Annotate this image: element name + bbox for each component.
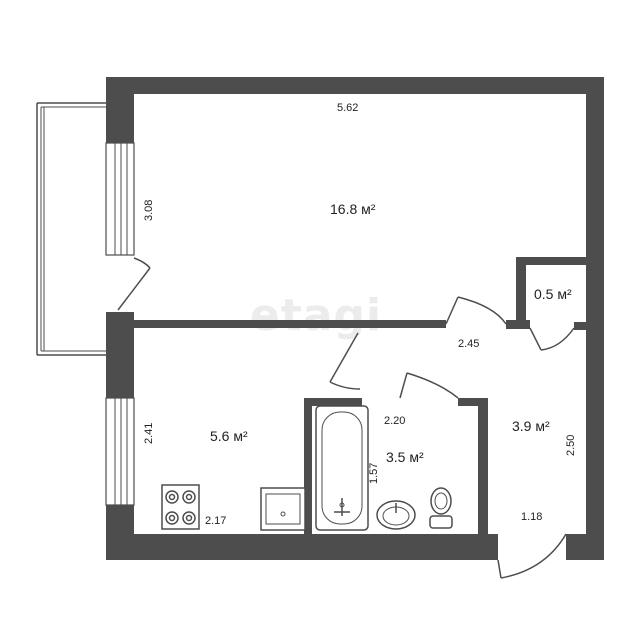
living-room-area: 16.8 м²	[330, 201, 376, 217]
storage-door	[529, 327, 575, 351]
bathroom-door	[399, 372, 459, 399]
toilet-icon	[429, 487, 453, 529]
dim-kitchen-width: 2.17	[205, 515, 226, 527]
dim-bath-width: 2.20	[384, 415, 405, 427]
left-wall-upper	[106, 77, 134, 143]
stove-icon	[161, 484, 200, 530]
dim-kitchen-height: 2.41	[143, 423, 155, 444]
watermark: etagi	[250, 290, 382, 341]
dim-bath-height: 1.57	[368, 463, 380, 484]
dim-hall-height: 2.50	[565, 435, 577, 456]
bathtub-icon	[315, 405, 369, 531]
balcony-door	[117, 257, 151, 311]
balcony	[36, 102, 106, 356]
window-living	[105, 142, 135, 256]
storage-closet-walls	[516, 257, 586, 330]
dim-living-width: 5.62	[337, 102, 358, 114]
window-kitchen	[105, 397, 135, 506]
right-wall	[586, 77, 604, 560]
sink-icon	[260, 487, 306, 531]
bottom-wall-left	[106, 534, 498, 560]
left-wall-lower	[106, 505, 134, 560]
storage-area: 0.5 м²	[534, 286, 572, 302]
dim-living-height: 3.08	[143, 200, 155, 221]
hallway-area: 3.9 м²	[512, 418, 550, 434]
partition-living-kitchen	[134, 320, 446, 328]
dim-corridor-width: 2.45	[458, 338, 479, 350]
living-door	[445, 296, 507, 325]
bathroom-walls	[304, 398, 488, 534]
washbasin-icon	[376, 500, 416, 530]
dim-hall-width: 1.18	[521, 511, 542, 523]
left-wall-middle	[106, 312, 134, 398]
kitchen-door	[329, 332, 361, 390]
top-wall	[106, 77, 604, 94]
entrance-door	[497, 533, 567, 579]
exterior-walls	[106, 77, 604, 560]
kitchen-area: 5.6 м²	[210, 428, 248, 444]
bathroom-area: 3.5 м²	[386, 449, 424, 465]
bottom-wall-right	[566, 534, 604, 560]
